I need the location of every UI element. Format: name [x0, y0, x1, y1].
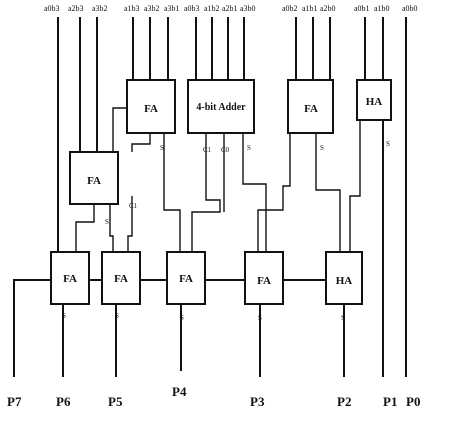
block-ha-top-box	[356, 79, 392, 121]
block-fa-bot3: FA S	[166, 251, 206, 322]
wire-adder-s-to-fa4	[242, 133, 267, 252]
input-label-a2b1: a2b1	[222, 4, 238, 13]
block-fa-mid-label: FA	[87, 175, 101, 187]
block-fa-top1: FA S	[126, 79, 176, 152]
output-label-p5: P5	[108, 394, 123, 409]
input-label-a0b3-b: a0b3	[184, 4, 200, 13]
input-label-a0b0: a0b0	[402, 4, 418, 13]
block-fa-mid: FA C1 S	[69, 151, 138, 226]
block-fa-bot1-box	[50, 251, 90, 305]
input-label-a0b1: a0b1	[354, 4, 370, 13]
block-fa-bot4-box	[244, 251, 284, 305]
block-fa-bot2-box	[101, 251, 141, 305]
input-label-a1b0: a1b0	[374, 4, 390, 13]
block-fa-top2-s-label: S	[320, 144, 324, 152]
block-fa-bot4: FA S	[244, 251, 284, 322]
block-ha-bot-s-label: S	[341, 314, 345, 322]
wire-adder-c1	[191, 133, 221, 252]
block-ha-top: HA S	[356, 79, 392, 148]
input-label-a3b2-b: a3b2	[144, 4, 160, 13]
input-label-a0b2: a0b2	[282, 4, 298, 13]
output-label-p6: P6	[56, 394, 71, 409]
block-fa-mid-box	[69, 151, 119, 205]
block-fa-bot2-s-label: S	[115, 312, 119, 320]
output-label-p0: P0	[406, 394, 420, 409]
input-label-a1b3: a1b3	[124, 4, 140, 13]
block-fa-bot1: FA S	[50, 251, 90, 320]
wire-c1-line	[127, 196, 133, 252]
output-labels: P7 P6 P5 P4 P3 P2 P1 P0	[7, 384, 420, 409]
input-label-a2b3: a2b3	[68, 4, 84, 13]
output-label-p7: P7	[7, 394, 22, 409]
block-fa-top2-box	[287, 79, 334, 134]
block-4bit-adder-c1-label: C1	[203, 146, 212, 154]
output-label-p4: P4	[172, 384, 187, 399]
wire-fa-mid-carry	[109, 204, 114, 252]
input-label-a1b2: a1b2	[204, 4, 220, 13]
block-4bit-adder-c0-label: C0	[221, 146, 230, 154]
block-fa-bot1-label: FA	[63, 273, 77, 285]
block-fa-bot3-label: FA	[179, 273, 193, 285]
block-fa-top1-label: FA	[144, 103, 158, 115]
block-fa-bot1-s-label: S	[62, 312, 66, 320]
input-label-a3b0: a3b0	[240, 4, 256, 13]
block-fa-bot3-s-label: S	[180, 314, 184, 322]
input-label-a0b3: a0b3	[44, 4, 60, 13]
block-4bit-adder: 4-bit Adder C1 C0 S	[187, 79, 255, 154]
block-4bit-adder-label: 4-bit Adder	[196, 102, 246, 113]
block-fa-mid-c1-label: C1	[129, 202, 138, 210]
wire-fa-top2-to-fa4	[257, 133, 291, 252]
block-ha-top-label: HA	[366, 96, 383, 108]
input-label-a2b0: a2b0	[320, 4, 336, 13]
wire-adder-s-to-fa3	[163, 133, 181, 252]
wire-fa-mid-sum	[75, 204, 95, 252]
block-ha-bot-label: HA	[336, 275, 353, 287]
block-ha-bot: HA S	[325, 251, 363, 322]
input-label-a3b1: a3b1	[164, 4, 180, 13]
block-ha-bot-box	[325, 251, 363, 305]
wire-fa-top2-sum	[315, 133, 341, 252]
input-wires	[57, 17, 407, 377]
wire-fa-top1-carry	[112, 107, 127, 152]
block-fa-bot4-s-label: S	[258, 314, 262, 322]
input-label-a3b2: a3b2	[92, 4, 108, 13]
wire-ha-top-carry	[349, 120, 361, 252]
interconnect-wires	[13, 107, 384, 377]
block-fa-bot3-box	[166, 251, 206, 305]
input-label-a1b1: a1b1	[302, 4, 318, 13]
block-fa-top1-box	[126, 79, 176, 134]
block-fa-bot2-label: FA	[114, 273, 128, 285]
block-fa-top2-label: FA	[304, 103, 318, 115]
input-labels: a0b3 a2b3 a3b2 a1b3 a3b2 a3b1 a0b3 a1b2 …	[44, 4, 418, 13]
output-label-p3: P3	[250, 394, 265, 409]
output-label-p2: P2	[337, 394, 351, 409]
wire-fa-top1-sum	[131, 133, 151, 152]
block-fa-top1-s-label: S	[160, 144, 164, 152]
block-4bit-adder-s-label: S	[247, 144, 251, 152]
block-fa-mid-s-label: S	[105, 218, 109, 226]
block-fa-bot4-label: FA	[257, 275, 271, 287]
block-fa-top2: FA S	[287, 79, 334, 152]
block-fa-bot2: FA S	[101, 251, 141, 320]
block-4bit-adder-box	[187, 79, 255, 134]
block-ha-top-s-label: S	[386, 140, 390, 148]
output-label-p1: P1	[383, 394, 397, 409]
